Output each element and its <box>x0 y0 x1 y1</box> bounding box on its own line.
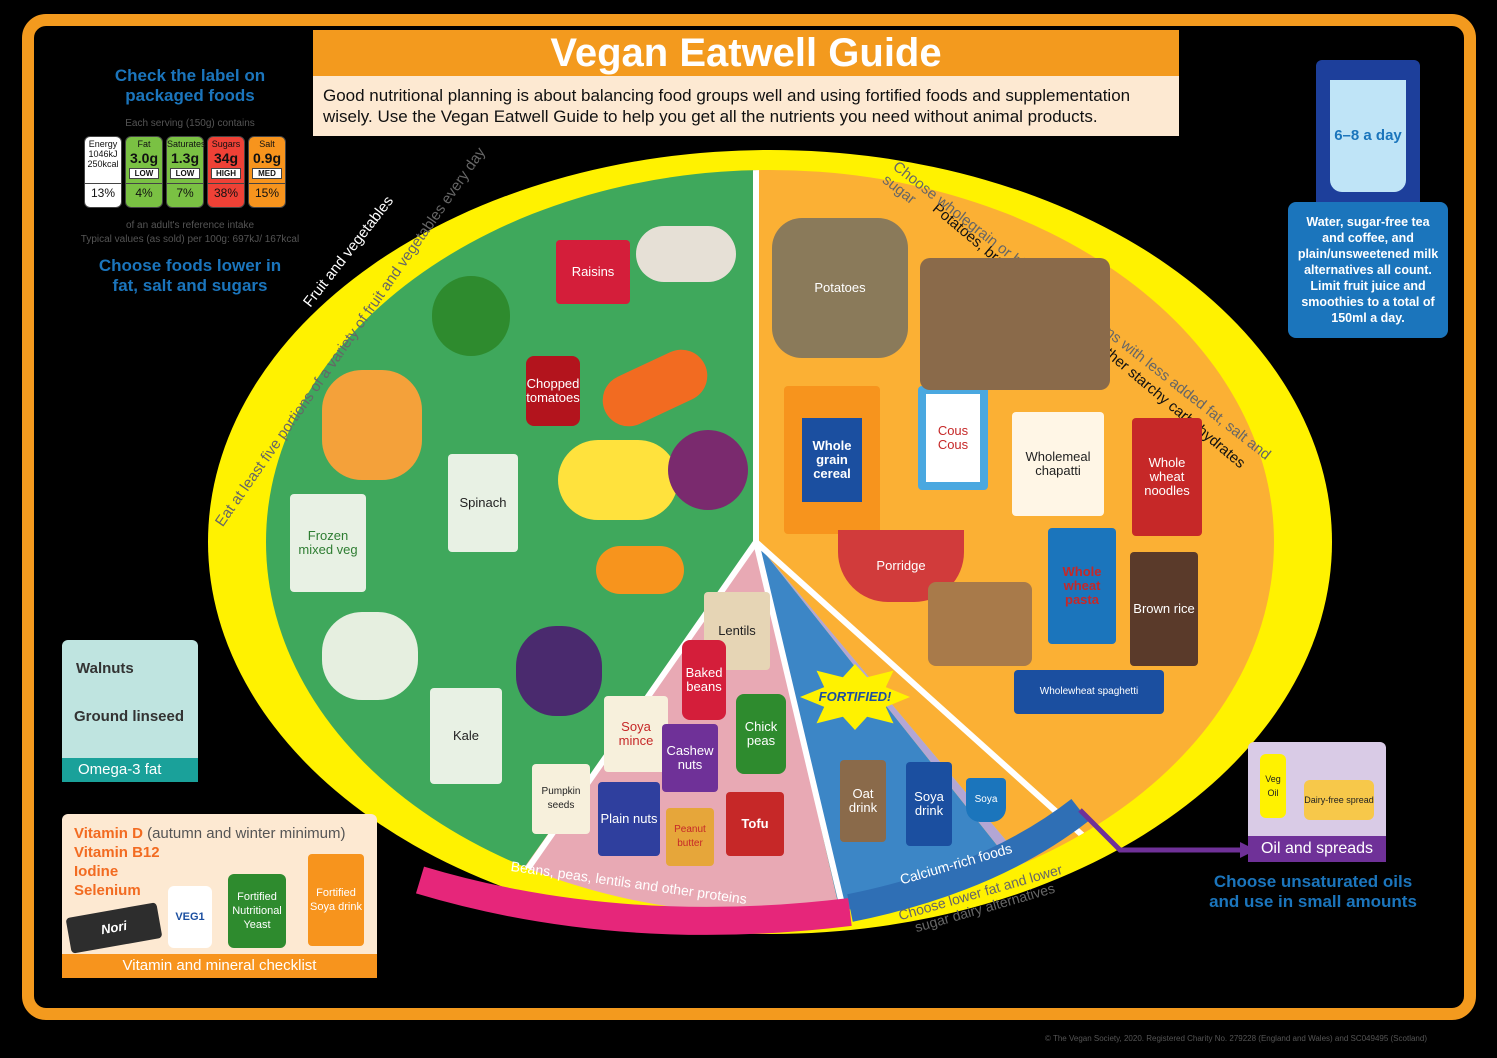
cereal-box-wrap: Whole grain cereal <box>784 386 880 534</box>
spaghetti-pack: Wholewheat spaghetti <box>1014 670 1164 714</box>
pumpkin-seeds-pack: Pumpkin seeds <box>532 764 590 834</box>
oils-arrow <box>1078 808 1240 853</box>
tofu-pack: Tofu <box>726 792 784 856</box>
soya-mince-pack: Soya mince <box>604 696 668 772</box>
frozen-veg-pack: Frozen mixed veg <box>290 494 366 592</box>
omega3-panel: Walnuts Ground linseed Omega-3 fat <box>62 640 198 782</box>
oat-drink-carton: Oat drink <box>840 760 886 842</box>
red-onion <box>668 430 748 510</box>
omega3-footer: Omega-3 fat <box>62 758 198 782</box>
proteins-band <box>415 866 852 935</box>
pasta-pack: Whole wheat pasta <box>1048 528 1116 644</box>
water-glass: 6–8 a day <box>1330 80 1406 192</box>
vitamin-line-2: Vitamin B12 <box>74 844 160 861</box>
bananas <box>558 440 678 520</box>
page-title: Vegan Eatwell Guide <box>313 30 1179 76</box>
segment-dividers <box>447 170 1113 914</box>
baked-beans-can: Baked beans <box>682 640 726 720</box>
copyright: © The Vegan Society, 2020. Registered Ch… <box>1045 1034 1427 1043</box>
energy-cell: Energy 1046kJ 250kcal 13% <box>84 136 122 208</box>
broccoli <box>432 276 510 356</box>
saturates-cell: Saturates 1.3g LOW 7% <box>166 136 206 208</box>
salt-cell: Salt 0.9g MED 15% <box>248 136 286 208</box>
ri-note: of an adult's reference intake <box>125 220 255 231</box>
nutritional-yeast-tub: Fortified Nutritional Yeast <box>228 874 286 948</box>
bread-loaf <box>920 258 1110 390</box>
kale-pack: Kale <box>430 688 502 784</box>
sugars-cell: Sugars 34g HIGH 38% <box>207 136 245 208</box>
veg-oil-bottle: Veg Oil <box>1260 754 1286 818</box>
mushrooms <box>636 226 736 282</box>
linseed-label: Ground linseed <box>74 708 185 725</box>
whole-grain-cereal-box: Whole grain cereal <box>802 418 862 502</box>
soya-yoghurt-pot: Soya <box>966 778 1006 822</box>
cashew-nuts-pack: Cashew nuts <box>662 724 718 792</box>
soya-drink-carton: Soya drink <box>906 762 952 846</box>
vitamin-line-3: Iodine <box>74 863 119 880</box>
toast-slices <box>928 582 1032 666</box>
grapes <box>516 626 602 716</box>
spinach-pack: Spinach <box>448 454 518 552</box>
raisins-pack: Raisins <box>556 240 630 304</box>
label-heading: Check the label on packaged foods <box>114 66 266 105</box>
hydration-text: Water, sugar-free tea and coffee, and pl… <box>1288 202 1448 338</box>
serving-text: Each serving (150g) contains <box>125 118 255 129</box>
walnuts-label: Walnuts <box>76 660 134 677</box>
potatoes-sack: Potatoes <box>772 218 908 358</box>
vitamin-line-4: Selenium <box>74 882 141 899</box>
oils-footer: Oil and spreads <box>1248 836 1386 862</box>
vitamin-panel: Vitamin D (autumn and winter minimum) Vi… <box>62 814 377 978</box>
peanut-butter-jar: Peanut butter <box>666 808 714 866</box>
calcium-band <box>847 798 1089 922</box>
veg1-pot: VEG1 <box>168 886 212 948</box>
chapatti-pack: Wholemeal chapatti <box>1012 412 1104 516</box>
intro-text: Good nutritional planning is about balan… <box>313 76 1179 136</box>
cous-cous-box: Cous Cous <box>918 386 988 490</box>
plain-nuts-pack: Plain nuts <box>598 782 660 856</box>
orange-frame <box>22 14 1476 1020</box>
nori-pack: Nori <box>65 902 163 954</box>
cauliflower <box>322 612 418 700</box>
oils-note: Choose unsaturated oils and use in small… <box>1209 872 1417 911</box>
typical-values: Typical values (as sold) per 100g: 697kJ… <box>80 234 300 245</box>
vitamin-list: Vitamin D (autumn and winter minimum) Vi… <box>74 824 345 900</box>
butternut-squash <box>322 370 422 480</box>
fat-cell: Fat 3.0g LOW 4% <box>125 136 163 208</box>
dairy-free-spread-tub: Dairy-free spread <box>1304 780 1374 820</box>
traffic-light-label: Energy 1046kJ 250kcal 13% Fat 3.0g LOW 4… <box>84 136 286 208</box>
oils-panel: Veg Oil Dairy-free spread Oil and spread… <box>1248 742 1386 862</box>
brown-rice-pack: Brown rice <box>1130 552 1198 666</box>
soya-drink-fortified: Fortified Soya drink <box>308 854 364 946</box>
noodles-pack: Whole wheat noodles <box>1132 418 1202 536</box>
chopped-tomatoes-can: Chopped tomatoes <box>526 356 580 426</box>
chick-peas-can: Chick peas <box>736 694 786 774</box>
vitamin-footer: Vitamin and mineral checklist <box>62 954 377 978</box>
choose-lower-text: Choose foods lower in fat, salt and suga… <box>98 256 282 295</box>
vitamin-line-1: Vitamin D (autumn and winter minimum) <box>74 825 346 842</box>
oranges <box>596 546 684 594</box>
